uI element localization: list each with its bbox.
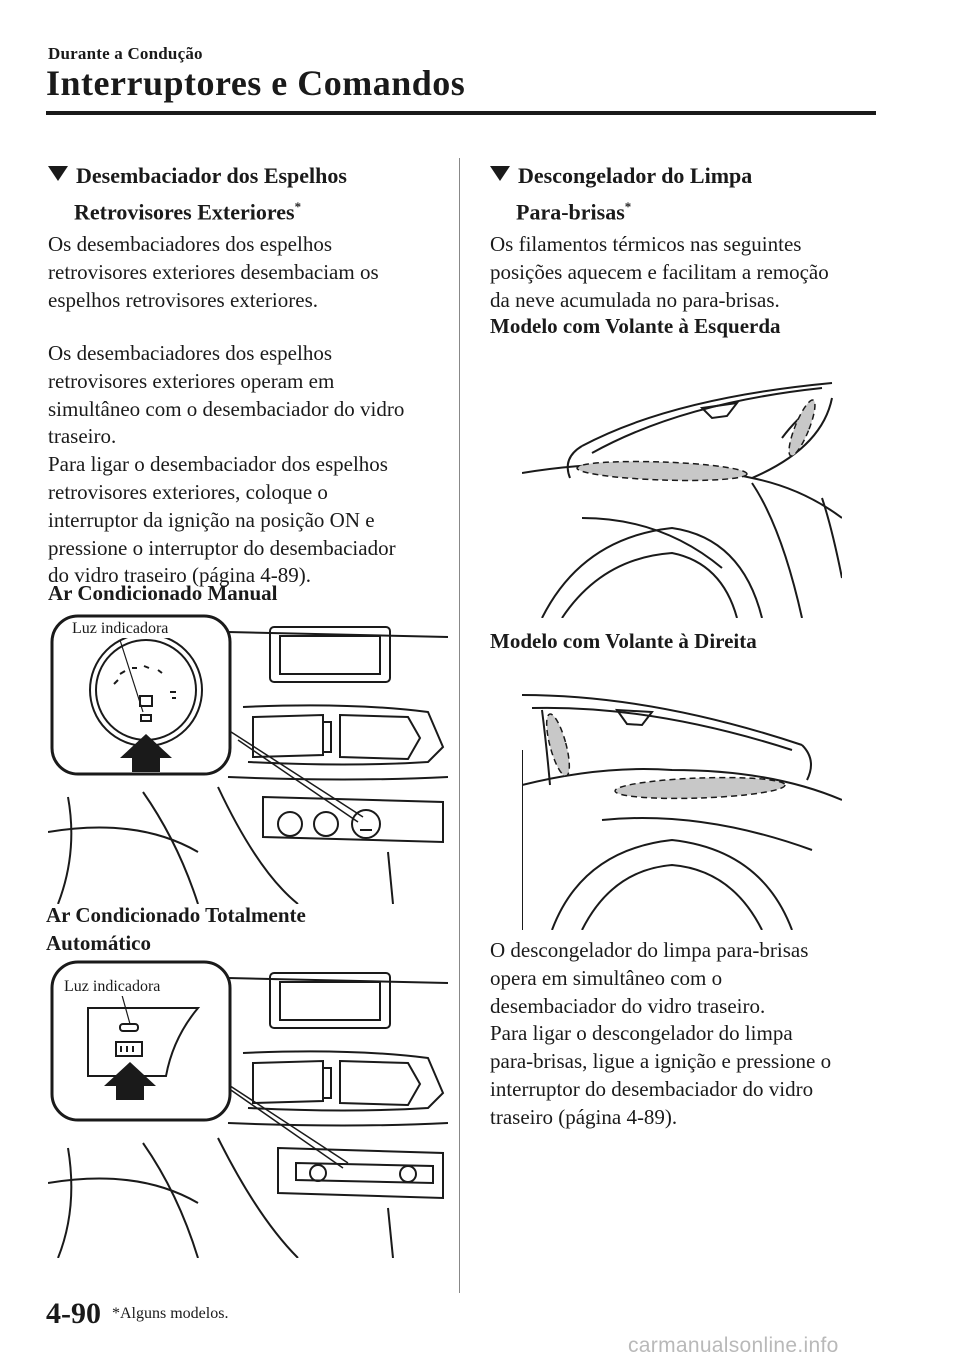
header-rule (46, 111, 876, 115)
text-line: Os filamentos térmicos nas seguintes (490, 232, 802, 256)
heading-wiper-deicer: Descongelador do Limpa Para-brisas* (490, 160, 890, 227)
lhd-windshield-illustration (522, 378, 842, 618)
triangle-bullet-icon (490, 166, 510, 181)
text-line: desembaciador do vidro traseiro. (490, 993, 766, 1018)
text-line: retrovisores exteriores operam em (48, 368, 335, 393)
text-line: Para ligar o descongelador do limpa (490, 1021, 793, 1046)
footnote: *Alguns modelos. (112, 1305, 229, 1322)
footnote-star: * (294, 199, 302, 214)
auto-ac-label-line2: Automático (46, 930, 151, 955)
page-number: 4-90 (46, 1297, 101, 1330)
paragraph-mirror-operation: Os desembaciadores dos espelhos retrovis… (48, 340, 448, 590)
lhd-label: Modelo com Volante à Esquerda (490, 314, 781, 338)
paragraph-mirror-intro: Os desembaciadores dos espelhos retrovis… (48, 231, 448, 314)
text-line: simultâneo com o desembaciador do vidro (48, 396, 405, 421)
heading-line1: Descongelador do Limpa (518, 163, 753, 188)
section-label: Durante a Condução (48, 44, 203, 63)
text-line: espelhos retrovisores exteriores. (48, 287, 318, 312)
heading-line1: Desembaciador dos Espelhos (76, 163, 347, 188)
footnote-star: * (624, 199, 632, 214)
heading-line2: Retrovisores Exteriores (74, 199, 295, 225)
text-line: traseiro (página 4-89). (490, 1104, 678, 1129)
manual-ac-illustration: Luz indicadora (48, 612, 448, 904)
manual-ac-label: Ar Condicionado Manual (48, 581, 278, 605)
text-line: para-brisas, ligue a ignição e pressione… (490, 1049, 832, 1074)
rhd-label: Modelo com Volante à Direita (490, 629, 757, 653)
chapter-title: Interruptores e Comandos (46, 63, 466, 103)
text-line: O descongelador do limpa para-brisas (490, 938, 809, 962)
rhd-windshield-illustration (522, 690, 842, 930)
heading-mirror-defogger: Desembaciador dos Espelhos Retrovisores … (48, 160, 448, 227)
text-line: Para ligar o desembaciador dos espelhos (48, 452, 388, 477)
text-line: interruptor da ignição na posição ON e (48, 507, 375, 532)
text-line: da neve acumulada no para-brisas. (490, 287, 780, 312)
text-line: traseiro. (48, 424, 117, 449)
auto-ac-label-line1: Ar Condicionado Totalmente (46, 903, 306, 927)
indicator-light-callout: Luz indicadora (70, 620, 171, 638)
text-line: pressione o interruptor do desembaciador (48, 535, 396, 560)
auto-ac-illustration: Luz indicadora (48, 958, 448, 1258)
text-line: posições aquecem e facilitam a remoção (490, 259, 829, 284)
auto-ac-label: Ar Condicionado Totalmente Automático (46, 902, 446, 958)
text-line: retrovisores exteriores, coloque o (48, 479, 328, 504)
text-line: interruptor do desembaciador do vidro (490, 1076, 814, 1101)
text-line: opera em simultâneo com o (490, 965, 723, 990)
indicator-light-callout: Luz indicadora (62, 978, 163, 996)
column-divider (459, 158, 460, 1293)
heading-line2: Para-brisas (516, 199, 625, 225)
text-line: retrovisores exteriores desembaciam os (48, 259, 379, 284)
triangle-bullet-icon (48, 166, 68, 181)
watermark: carmanualsonline.info (628, 1334, 839, 1357)
paragraph-deicer-intro: Os filamentos térmicos nas seguintes pos… (490, 231, 890, 314)
paragraph-deicer-operation: O descongelador do limpa para-brisas ope… (490, 937, 890, 1132)
text-line: Os desembaciadores dos espelhos (48, 341, 333, 365)
text-line: do vidro traseiro (página 4-89). (48, 563, 312, 588)
text-line: Os desembaciadores dos espelhos (48, 232, 333, 256)
